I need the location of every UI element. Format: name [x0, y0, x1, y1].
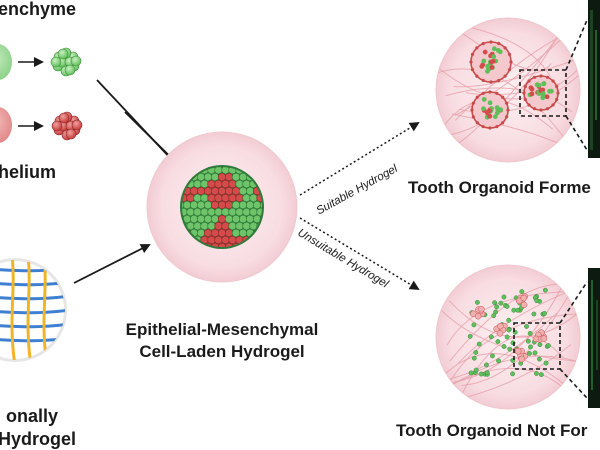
- mesenchyme-source-blob: [0, 44, 12, 80]
- zoom-box-bottom: [513, 322, 561, 370]
- center-label-line1: Epithelial-Mesenchymal: [125, 320, 319, 339]
- organoid-not-formed-label: Tooth Organoid Not For: [396, 421, 588, 440]
- cell-laden-hydrogel: [146, 131, 298, 283]
- mesenchyme-label: enchyme: [0, 0, 77, 19]
- suitable-arrow: [299, 121, 420, 196]
- epithelium-label: helium: [0, 162, 57, 182]
- epithelium-cell-cluster: [51, 111, 83, 141]
- unsuitable-arrow: [299, 217, 420, 291]
- organoid-not-formed-circle: [435, 264, 588, 410]
- center-label-line2: Cell-Laden Hydrogel: [139, 342, 305, 361]
- organoid-formed-circle: [435, 17, 588, 163]
- organoid-formed-label: Tooth Organoid Forme: [408, 178, 591, 197]
- hydrogel-mesh-circle: [0, 258, 67, 362]
- hydrogel-label-line1: onally: [6, 406, 59, 426]
- zoom-box-top: [519, 69, 567, 117]
- micrograph-not-formed: [588, 268, 600, 408]
- arrow-mesh-to-hydrogel: [73, 244, 151, 284]
- hydrogel-label-line2: Hydrogel: [0, 429, 77, 449]
- zoom-line-top-1: [565, 19, 588, 71]
- mesenchyme-cell-cluster: [50, 47, 82, 77]
- zoom-line-bottom-1: [559, 281, 588, 324]
- micrograph-formed: [588, 0, 600, 158]
- epithelium-source-blob: [0, 107, 12, 143]
